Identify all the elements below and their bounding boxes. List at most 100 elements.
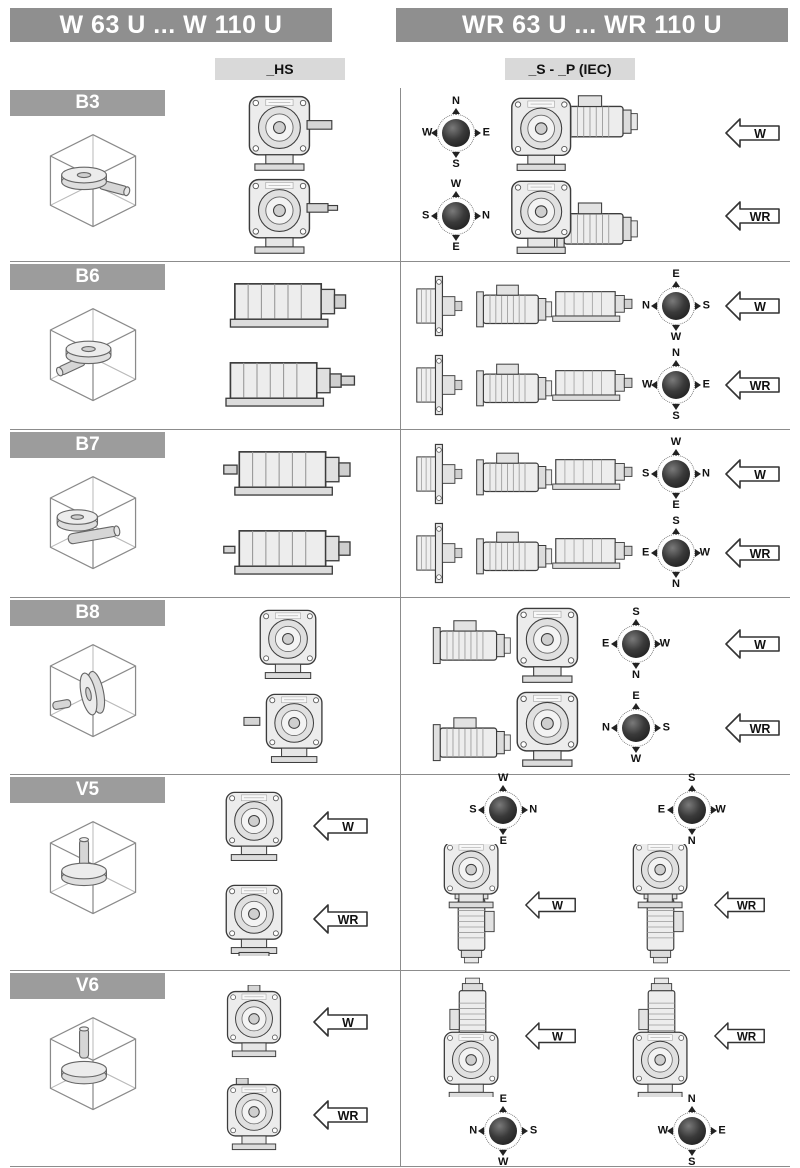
compass-left-label: S bbox=[642, 467, 650, 480]
tick-up-icon bbox=[499, 1106, 508, 1112]
tick-right-icon bbox=[655, 724, 661, 732]
w-direction-arrow: W bbox=[725, 458, 780, 489]
orientation-compass-b6-w: E N S W bbox=[642, 268, 710, 342]
tick-down-icon bbox=[672, 492, 680, 499]
gearmotor-drawing-b8-wr bbox=[432, 691, 579, 768]
tick-up-icon bbox=[452, 108, 460, 115]
position-code: B8 bbox=[75, 602, 100, 623]
v5-hs-column: W WR bbox=[175, 775, 400, 970]
column-header-hs: _HS bbox=[215, 58, 345, 80]
wr-direction-arrow: WR bbox=[725, 370, 780, 401]
compass-right-label: W bbox=[659, 637, 670, 650]
worm-end-icon bbox=[484, 1112, 523, 1150]
compass-top-label: N bbox=[687, 1093, 696, 1105]
compass-bottom-label: E bbox=[452, 240, 460, 253]
tick-right-icon bbox=[710, 1127, 717, 1135]
arrow-label: WR bbox=[750, 722, 771, 736]
arrow-label: WR bbox=[750, 210, 771, 224]
orientation-compass-b7-w: W S N E bbox=[642, 436, 710, 510]
wr-direction-arrow: WR bbox=[713, 1022, 765, 1050]
tick-left-icon bbox=[651, 301, 657, 310]
tick-left-icon bbox=[431, 129, 437, 138]
compass-left-label: S bbox=[469, 803, 477, 816]
b7-hs-column bbox=[175, 430, 400, 597]
position-code: B6 bbox=[75, 266, 100, 287]
vertical-gearmotor-drawing-v5-wr bbox=[632, 844, 688, 964]
arrow-label: WR bbox=[750, 547, 771, 561]
gearmotor-drawing-b3-w bbox=[511, 95, 638, 172]
compass-bottom-label: E bbox=[499, 835, 507, 847]
mounting-position-label-v5: V5 bbox=[10, 777, 165, 803]
b3-iec-column: N W E S W W S bbox=[400, 88, 790, 261]
b6-label-cell: B6 bbox=[10, 262, 175, 429]
compass-bottom-label: N bbox=[687, 835, 696, 847]
tick-left-icon bbox=[666, 806, 673, 814]
wr-direction-arrow: WR bbox=[725, 200, 780, 231]
compass-right-label: N bbox=[702, 467, 710, 480]
compass-bottom-label: S bbox=[452, 158, 460, 171]
gearbox-front-drawing-wr bbox=[248, 178, 338, 254]
w-direction-arrow: W bbox=[525, 1022, 577, 1050]
v5-group-w: W S N E W bbox=[428, 773, 578, 966]
row-v5: V5 W bbox=[10, 773, 790, 971]
b7-orientation-cube-icon bbox=[37, 470, 149, 582]
compass-right-label: E bbox=[718, 1124, 726, 1137]
b8-iec-column: S E W N W E N bbox=[400, 598, 790, 774]
arrow-label: W bbox=[342, 1016, 354, 1030]
wr-direction-arrow: WR bbox=[312, 904, 368, 935]
arrow-label: W bbox=[552, 1031, 563, 1044]
tick-right-icon bbox=[695, 469, 701, 478]
compass-left-label: E bbox=[602, 637, 610, 650]
vertical-gearmotor-drawing-v6-w bbox=[443, 977, 499, 1097]
gearbox-front-drawing-w bbox=[248, 96, 332, 172]
v5-label-cell: V5 bbox=[10, 775, 175, 970]
tick-right-icon bbox=[695, 381, 701, 390]
tick-up-icon bbox=[632, 703, 640, 709]
v5-iec-column: W S N E W bbox=[400, 773, 790, 970]
tick-left-icon bbox=[431, 211, 437, 220]
arrow-label: W bbox=[754, 638, 766, 652]
flange-view-drawing bbox=[416, 443, 463, 504]
tick-right-icon bbox=[522, 806, 529, 814]
arrow-label: W bbox=[754, 127, 766, 141]
compass-top-label: N bbox=[452, 95, 460, 108]
w-direction-arrow: W bbox=[725, 290, 780, 321]
wr-direction-arrow: WR bbox=[713, 891, 765, 919]
row-b6: B6 bbox=[10, 262, 790, 430]
compass-top-label: E bbox=[672, 267, 680, 280]
gearmotor-drawing-b3-wr bbox=[511, 180, 638, 254]
position-code: V5 bbox=[75, 779, 100, 800]
worm-end-icon bbox=[617, 709, 655, 747]
compass-top-label: S bbox=[632, 606, 640, 618]
tick-up-icon bbox=[672, 360, 680, 367]
tick-left-icon bbox=[651, 549, 657, 558]
tick-right-icon bbox=[655, 640, 661, 648]
compass-bottom-label: E bbox=[672, 498, 680, 511]
flange-view-drawing bbox=[416, 523, 463, 584]
gearmotor-side-drawing-b6-wr bbox=[476, 363, 633, 407]
tick-up-icon bbox=[672, 448, 680, 455]
orientation-compass-b3-w: N W E S bbox=[422, 96, 490, 170]
arrow-label: W bbox=[754, 468, 766, 482]
position-code: B7 bbox=[75, 434, 100, 455]
b8-hs-column bbox=[175, 598, 400, 774]
series-title-w: W 63 U ... W 110 U bbox=[10, 8, 332, 42]
compass-right-label: W bbox=[715, 803, 726, 816]
compass-bottom-label: W bbox=[630, 753, 642, 765]
compass-left-label: N bbox=[602, 721, 610, 734]
mounting-position-label-v6: V6 bbox=[10, 973, 165, 999]
v6-label-cell: V6 bbox=[10, 971, 175, 1166]
v5-group-wr: S E W N WR bbox=[617, 773, 767, 966]
compass-left-label: W bbox=[642, 378, 653, 391]
gearbox-side-drawing-w bbox=[229, 282, 346, 328]
orientation-compass-b7-wr: S E W N bbox=[642, 516, 710, 590]
orientation-compass-b3-wr: W S N E bbox=[422, 178, 490, 252]
tick-right-icon bbox=[475, 211, 481, 220]
tick-down-icon bbox=[499, 1150, 508, 1156]
arrow-label: WR bbox=[750, 379, 771, 393]
compass-bottom-label: N bbox=[672, 578, 680, 591]
compass-right-label: S bbox=[702, 299, 710, 312]
vertical-gearmotor-drawing-v6-wr bbox=[632, 977, 688, 1097]
tick-up-icon bbox=[687, 785, 696, 791]
